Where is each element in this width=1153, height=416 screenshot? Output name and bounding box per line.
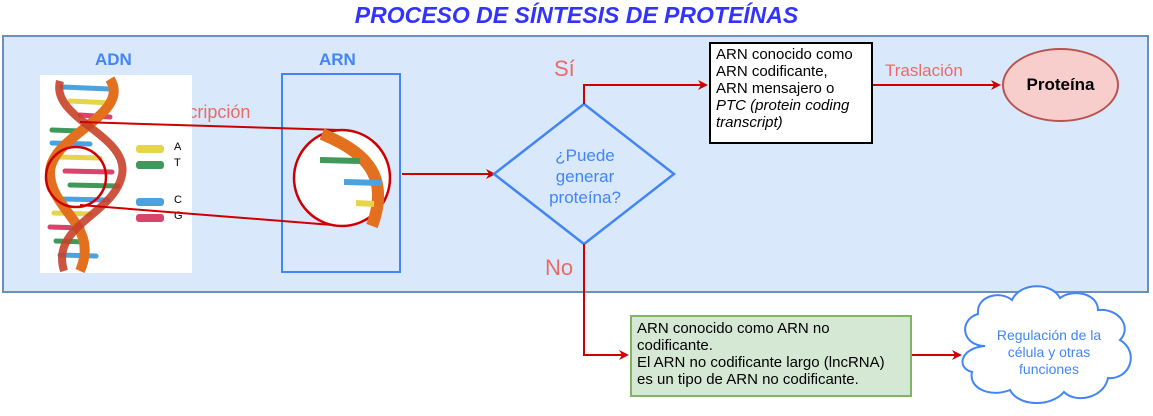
noncoding-line: codificante. [637,337,713,354]
decision-line: proteína? [549,188,621,207]
zoom-line-bottom [79,204,346,227]
cloud-line: Regulación de la [996,327,1102,343]
adn-label: ADN [95,50,132,69]
coding-line: ARN conocido como [716,46,853,63]
coding-line: ARN mensajero o [716,80,835,97]
cloud-line: célula y otras [1007,344,1091,360]
legend-label: G [174,210,183,222]
page-title: PROCESO DE SÍNTESIS DE PROTEÍNAS [354,2,799,28]
translation-label: Traslación [885,61,963,80]
noncoding-line: ARN conocido como ARN no [637,320,830,337]
cloud-line: funciones [1019,361,1079,377]
coding-line: transcript) [716,114,783,131]
legend-label: T [174,157,181,169]
no-label: No [545,255,574,280]
decision-line: generar [555,167,615,186]
base-chip-icon [136,145,164,153]
base-chip-icon [136,161,164,169]
zoom-line-top [79,121,341,131]
arn-label: ARN [319,50,356,69]
base-chip-icon [136,198,164,206]
legend-label: A [174,141,182,153]
decision-question: ¿Puede generar proteína? [530,145,640,208]
arrow-no [583,244,629,360]
rna-zoom-icon [292,128,392,229]
coding-line: PTC (protein coding [716,97,850,114]
cloud-label: Regulación de la célula y otras funcione… [974,327,1124,378]
noncoding-line: es un tipo de ARN no codificante. [637,371,859,388]
dna-helix-icon [44,76,127,273]
arrow-yes [583,80,708,104]
coding-rna-box: ARN conocido como ARN codificante, ARN m… [709,42,873,144]
cloud-shape [961,285,1132,405]
dna-double-helix-image [40,75,192,273]
decision-line: ¿Puede [555,146,615,165]
legend-label: C [174,194,182,206]
yes-label: Sí [554,56,575,81]
base-chip-icon [136,214,164,222]
protein-node: Proteína [1002,48,1119,122]
coding-line: ARN codificante, [716,63,828,80]
noncoding-rna-box: ARN conocido como ARN no codificante. El… [630,315,912,397]
arn-container [281,73,401,273]
noncoding-line: El ARN no codificante largo (lncRNA) [637,354,885,371]
